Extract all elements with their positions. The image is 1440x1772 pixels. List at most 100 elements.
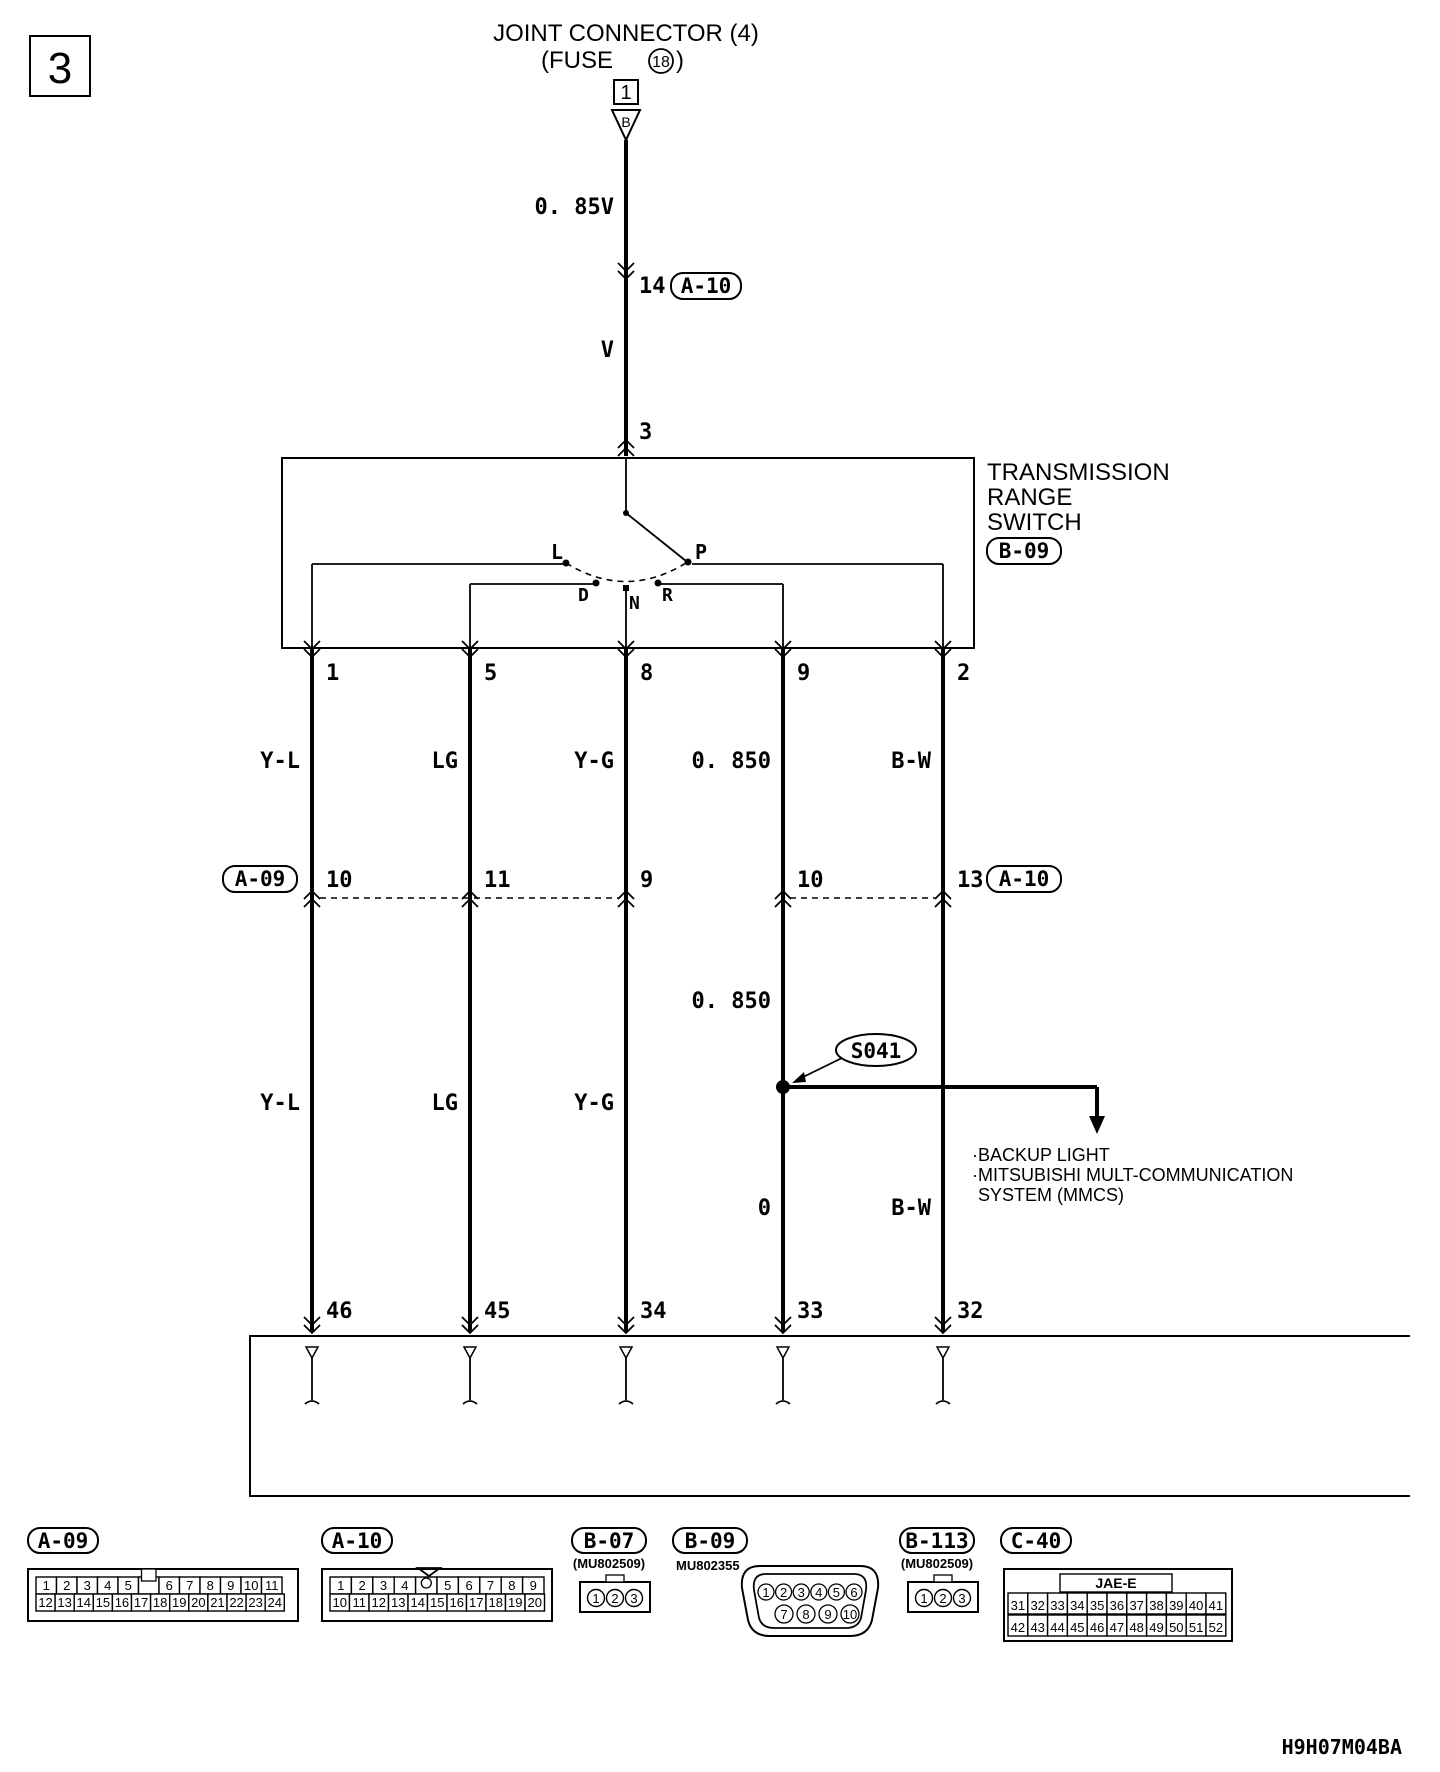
pin-number: 5 <box>125 1578 132 1593</box>
splice-pointer-arrow-icon <box>792 1072 806 1083</box>
switch-connector-box <box>986 537 1062 565</box>
pin-number: 48 <box>1129 1620 1143 1635</box>
ecu-terminal-icon <box>775 1346 791 1405</box>
switch-position-d: D <box>578 585 589 606</box>
pin-number: 6 <box>465 1578 472 1593</box>
pin-number: 8 <box>802 1607 809 1622</box>
pin-number: 43 <box>1030 1620 1044 1635</box>
pin-number: 42 <box>1011 1620 1025 1635</box>
connector-id-box <box>1000 1527 1072 1554</box>
terminal-letter: B <box>621 114 630 130</box>
pin-number: 1 <box>762 1585 769 1600</box>
ecu-input-marker <box>617 1316 635 1335</box>
pin-circle <box>605 1588 625 1608</box>
pin-number: 5 <box>444 1578 451 1593</box>
pin-number: 21 <box>210 1595 224 1610</box>
pin-circle <box>774 1583 793 1601</box>
pin-number: 1 <box>592 1591 599 1606</box>
page-number-box <box>29 35 91 97</box>
wire-column: 8Y-G9Y-G34 <box>574 640 667 1405</box>
pin-number: 14 <box>411 1595 425 1610</box>
connector-id: C-40 <box>1011 1529 1062 1553</box>
pin-number: 9 <box>530 1578 537 1593</box>
switch-contact-r <box>654 579 662 587</box>
upper-wire-color: B-W <box>891 749 931 774</box>
pin-circle <box>586 1588 606 1608</box>
switch-output-marker <box>934 640 952 659</box>
switch-position-p: P <box>695 540 707 564</box>
pin-number: 3 <box>84 1578 91 1593</box>
fuse-number: 18 <box>652 54 670 71</box>
switch-internal-wiring <box>311 458 944 648</box>
junction-a10-top-marker <box>617 262 635 281</box>
key-slot-icon <box>420 1577 432 1589</box>
pin-circle <box>845 1583 863 1601</box>
pin-number: 38 <box>1149 1598 1163 1613</box>
switch-contact-n <box>623 585 629 591</box>
splice-id: S041 <box>851 1039 902 1063</box>
pin-number: 7 <box>487 1578 494 1593</box>
pin-number: 45 <box>1070 1620 1084 1635</box>
junction-marker <box>461 889 479 908</box>
pin-number: 2 <box>611 1591 618 1606</box>
pin-number: 16 <box>450 1595 464 1610</box>
switch-output-marker <box>617 640 635 659</box>
fuse-prefix: (FUSE <box>541 47 613 74</box>
pin-number: 46 <box>1090 1620 1104 1635</box>
transmission-range-switch-box <box>281 457 975 649</box>
pin-number: 9 <box>227 1578 234 1593</box>
switch-position-r: R <box>662 585 673 606</box>
pin-number: 32 <box>1030 1598 1044 1613</box>
switch-output-marker <box>461 640 479 659</box>
pin-number: 15 <box>96 1595 110 1610</box>
pin-number: 14 <box>77 1595 91 1610</box>
pin-number: 24 <box>268 1595 282 1610</box>
switch-contact-l <box>562 559 570 567</box>
ecu-terminal-icon <box>462 1346 478 1405</box>
pin-number: 37 <box>1129 1598 1143 1613</box>
pin-number: 22 <box>229 1595 243 1610</box>
connector-id-box <box>571 1527 647 1554</box>
switch-contact-p <box>684 558 692 566</box>
connector-part-number: (MU802509) <box>901 1556 973 1571</box>
pin-number: 52 <box>1209 1620 1223 1635</box>
terminal-arrow-icon <box>610 109 642 143</box>
connector-id: B-09 <box>685 1529 736 1553</box>
pin-number: 10 <box>333 1595 347 1610</box>
lower-wire-color: 0. 850 <box>692 989 771 1014</box>
page-number: 3 <box>48 44 72 93</box>
switch-position-l: L <box>551 540 563 564</box>
connector-id-box <box>27 1527 99 1554</box>
switch-title-line-2: RANGE <box>987 484 1072 511</box>
connector-id: A-09 <box>38 1529 89 1553</box>
pin-circle <box>914 1588 934 1608</box>
pin-cell <box>1205 1614 1227 1637</box>
ecu-box <box>249 1335 1410 1497</box>
pin-number: 23 <box>248 1595 262 1610</box>
pin-cell <box>524 1593 546 1612</box>
fuse-suffix: ) <box>676 47 684 74</box>
connector-part-number: (MU802509) <box>573 1556 645 1571</box>
pin-number: 41 <box>1209 1598 1223 1613</box>
pin-cell <box>264 1593 286 1612</box>
pin-number: 49 <box>1149 1620 1163 1635</box>
pin-circle <box>952 1588 972 1608</box>
switch-input-pin: 3 <box>639 420 652 445</box>
junction-pin: 10 <box>797 868 824 893</box>
junction-a09-box <box>222 865 298 893</box>
pin-number: 6 <box>166 1578 173 1593</box>
top-wire-size-label: 0. 85V <box>535 195 614 220</box>
pin-number: 2 <box>939 1591 946 1606</box>
ecu-pin: 33 <box>797 1299 824 1324</box>
ecu-terminal-icon <box>618 1346 634 1405</box>
terminal-box <box>613 79 639 105</box>
junction-marker <box>934 889 952 908</box>
splice-id-oval <box>835 1033 917 1067</box>
lower-wire-color: B-W <box>891 1196 931 1221</box>
pin-number: 5 <box>833 1585 840 1600</box>
switch-output-marker <box>303 640 321 659</box>
switch-output-pin: 1 <box>326 661 339 686</box>
junction-a09-label: A-09 <box>235 867 286 891</box>
